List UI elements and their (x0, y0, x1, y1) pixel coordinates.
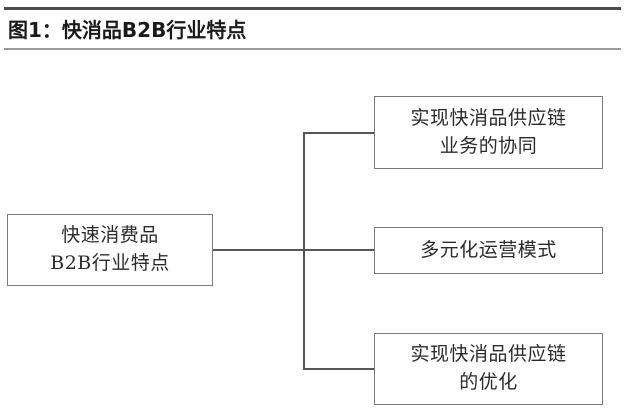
connector-branch-1 (303, 132, 375, 134)
diagram-node-leaf-2-line-1: 多元化运营模式 (420, 238, 557, 261)
diagram-node-leaf-2: 多元化运营模式 (374, 227, 603, 274)
diagram-node-leaf-3-line-1: 实现快消品供应链 (410, 343, 567, 366)
connector-trunk-vertical (303, 133, 305, 370)
diagram-node-leaf-1: 实现快消品供应链 业务的协同 (374, 96, 603, 169)
diagram-node-leaf-3-line-2: 的优化 (459, 371, 518, 393)
diagram-node-root-line-1: 快速消费品 (61, 224, 159, 247)
header-rule-top (4, 7, 621, 10)
diagram-node-root: 快速消费品 B2B行业特点 (7, 214, 213, 286)
figure-title: 图1：快消品B2B行业特点 (8, 18, 247, 42)
diagram-node-leaf-3: 实现快消品供应链 的优化 (374, 333, 603, 405)
diagram-node-leaf-1-line-2: 业务的协同 (439, 134, 538, 157)
diagram-node-leaf-1-line-1: 实现快消品供应链 (410, 106, 567, 129)
diagram-node-root-line-2: B2B行业特点 (50, 252, 170, 274)
header-rule-bottom (4, 48, 621, 50)
connector-branch-2 (303, 249, 375, 251)
connector-root-to-trunk (212, 249, 305, 251)
connector-branch-3 (303, 368, 375, 370)
